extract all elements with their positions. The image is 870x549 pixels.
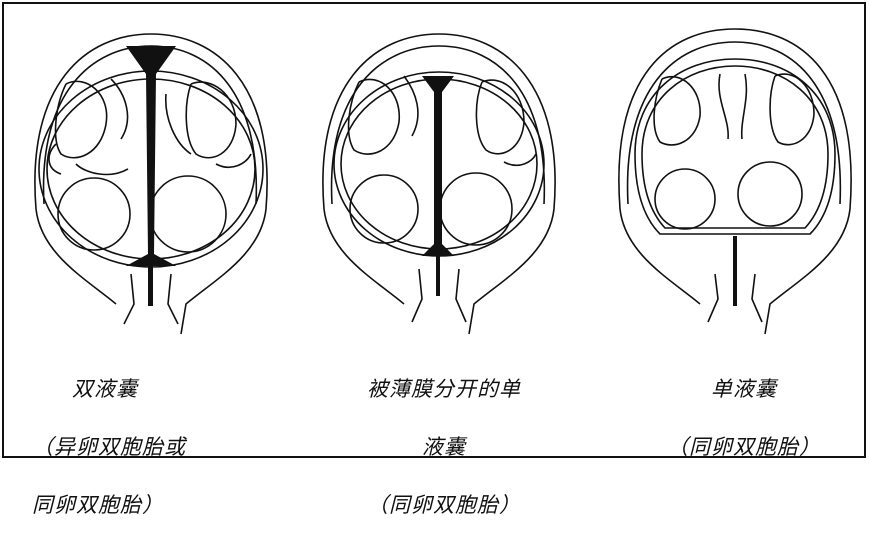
illustration-dichorionic [16, 4, 286, 339]
dividing-membrane-thin [422, 76, 454, 256]
twin-right-head [440, 173, 512, 245]
panel-monochorionic [600, 4, 870, 339]
caption-line: （同卵双胞胎） [334, 491, 554, 520]
caption-thin-membrane: 被薄膜分开的单 液囊 （同卵双胞胎） [334, 346, 554, 549]
twin-left-head [350, 175, 418, 243]
caption-line: （同卵双胞胎） [634, 433, 854, 462]
caption-line: （异卵双胞胎或 [32, 433, 262, 462]
twin-left-head [58, 178, 130, 250]
panel-dichorionic [16, 4, 286, 339]
caption-line: 单液囊 [634, 375, 854, 404]
panel-thin-membrane [304, 4, 574, 339]
caption-monochorionic: 单液囊 （同卵双胞胎） [634, 346, 854, 491]
twin-right-head [738, 162, 802, 226]
illustration-thin-membrane [304, 4, 574, 339]
caption-line: 液囊 [334, 433, 554, 462]
dividing-membrane-thick [126, 46, 176, 266]
twin-left-head [655, 169, 715, 229]
caption-line: 双液囊 [32, 375, 262, 404]
caption-line: 同卵双胞胎） [32, 491, 262, 520]
figure-frame: 双液囊 （异卵双胞胎或 同卵双胞胎） 被薄膜分开的单 液囊 （同卵双胞胎） 单液… [2, 2, 866, 458]
caption-line: 被薄膜分开的单 [334, 375, 554, 404]
twin-right-head [150, 176, 226, 252]
caption-dichorionic: 双液囊 （异卵双胞胎或 同卵双胞胎） [32, 346, 262, 549]
illustration-monochorionic [600, 4, 870, 339]
